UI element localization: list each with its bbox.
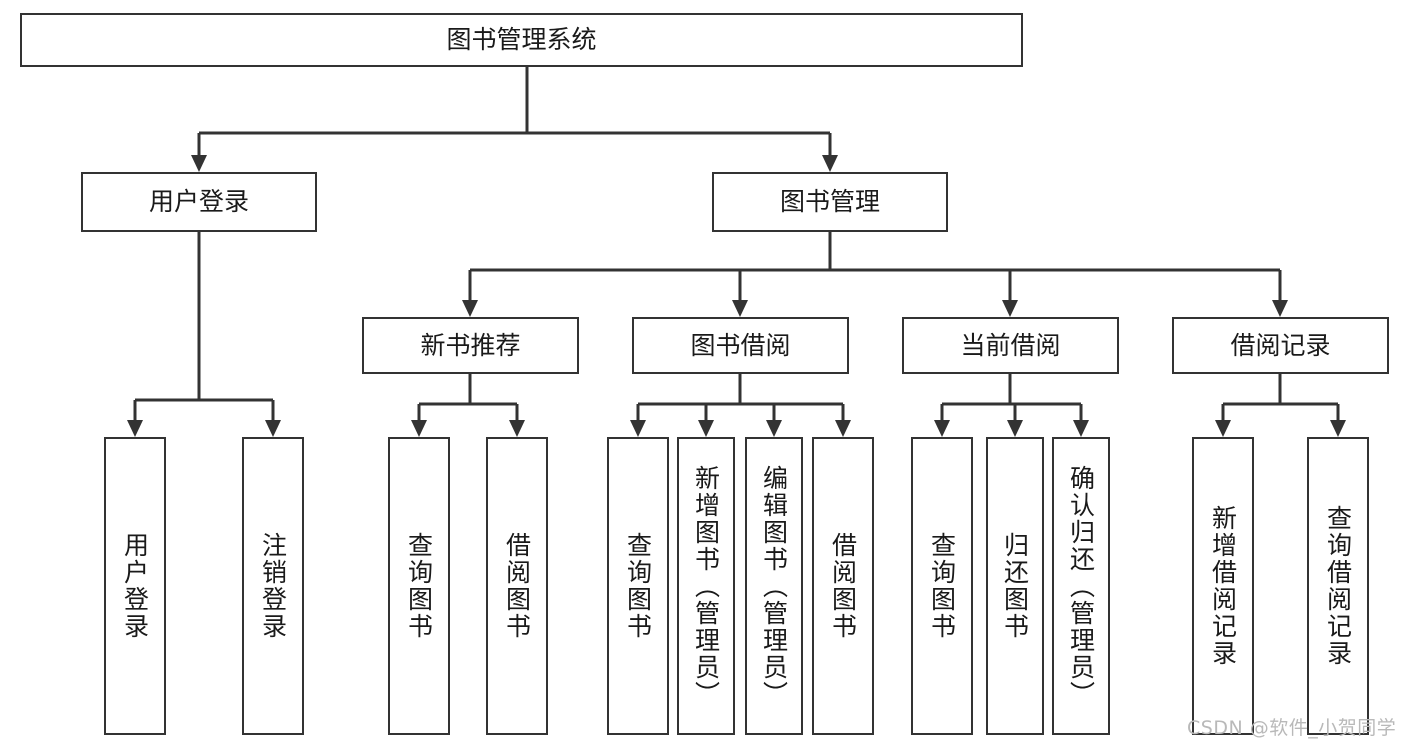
node-label: 编辑图书（管理员） [759,464,789,708]
node-label: 图书管理 [779,187,880,217]
node-label: 查询图书 [404,532,434,640]
arrowhead-icon [191,155,207,172]
arrowhead-icon [1272,300,1288,317]
arrowhead-icon [1330,420,1346,437]
arrowhead-icon [1073,420,1089,437]
arrowhead-icon [411,420,427,437]
node-leaf-add-book-admin[interactable]: 新增图书（管理员） [677,437,735,735]
node-leaf-user-login[interactable]: 用户登录 [104,437,166,735]
arrowhead-icon [1007,420,1023,437]
node-label: 借阅图书 [502,532,532,640]
node-label: 注销登录 [258,532,288,640]
node-leaf-query-book-borrow[interactable]: 查询图书 [607,437,669,735]
node-label: 查询借阅记录 [1323,505,1353,667]
node-user-login[interactable]: 用户登录 [81,172,317,232]
csdn-watermark: CSDN @软件_小贺同学 [1187,717,1397,739]
arrowhead-icon [766,420,782,437]
arrowhead-icon [127,420,143,437]
arrowhead-icon [509,420,525,437]
node-label: 新书推荐 [420,330,521,360]
arrowhead-icon [265,420,281,437]
node-label: 查询图书 [927,532,957,640]
node-label: 图书管理系统 [446,25,597,55]
node-label: 借阅图书 [828,532,858,640]
arrowhead-icon [462,300,478,317]
arrowhead-icon [732,300,748,317]
node-current-borrow[interactable]: 当前借阅 [902,317,1119,374]
node-leaf-borrow-book[interactable]: 借阅图书 [812,437,874,735]
node-label: 新增图书（管理员） [691,464,721,708]
arrowhead-icon [822,155,838,172]
node-label: 确认归还（管理员） [1066,464,1096,708]
node-leaf-edit-book-admin[interactable]: 编辑图书（管理员） [745,437,803,735]
node-root[interactable]: 图书管理系统 [20,13,1023,67]
arrowhead-icon [698,420,714,437]
node-leaf-confirm-return-admin[interactable]: 确认归还（管理员） [1052,437,1110,735]
node-leaf-return-book[interactable]: 归还图书 [986,437,1044,735]
node-label: 图书借阅 [690,330,791,360]
node-label: 当前借阅 [960,330,1061,360]
arrowhead-icon [630,420,646,437]
arrowhead-icon [1002,300,1018,317]
node-label: 借阅记录 [1230,330,1331,360]
node-new-book-recommend[interactable]: 新书推荐 [362,317,579,374]
node-label: 归还图书 [1000,532,1030,640]
arrowhead-icon [1215,420,1231,437]
node-borrow-record[interactable]: 借阅记录 [1172,317,1389,374]
node-leaf-add-borrow-record[interactable]: 新增借阅记录 [1192,437,1254,735]
node-leaf-logout-login[interactable]: 注销登录 [242,437,304,735]
node-leaf-query-book-current[interactable]: 查询图书 [911,437,973,735]
node-label: 查询图书 [623,532,653,640]
node-label: 新增借阅记录 [1208,505,1238,667]
node-leaf-borrow-book-rec[interactable]: 借阅图书 [486,437,548,735]
node-book-manage[interactable]: 图书管理 [712,172,948,232]
arrowhead-icon [934,420,950,437]
node-book-borrow[interactable]: 图书借阅 [632,317,849,374]
node-label: 用户登录 [148,187,249,217]
node-label: 用户登录 [120,532,150,640]
node-leaf-query-book-rec[interactable]: 查询图书 [388,437,450,735]
node-leaf-query-borrow-record[interactable]: 查询借阅记录 [1307,437,1369,735]
arrowhead-icon [835,420,851,437]
